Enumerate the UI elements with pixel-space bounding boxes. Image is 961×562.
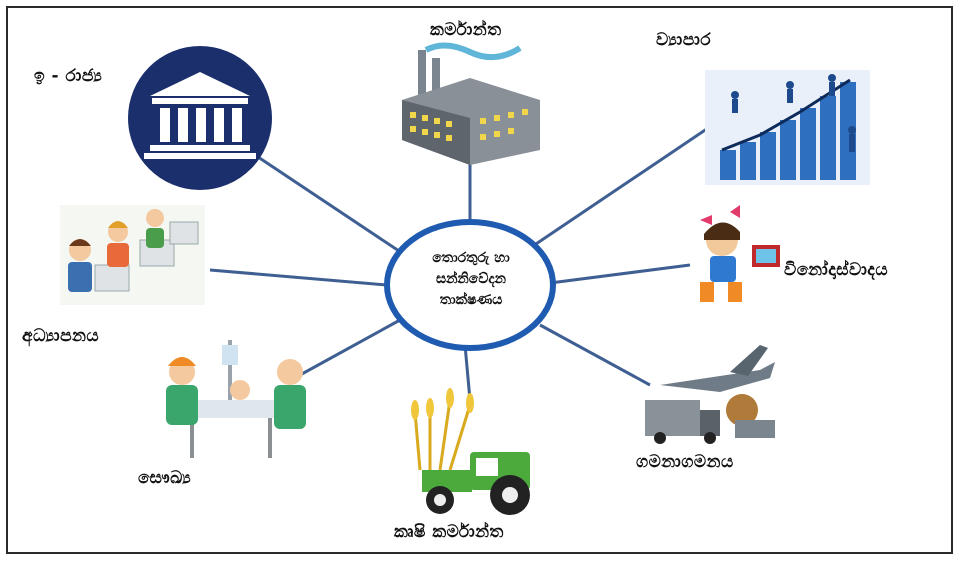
- hub-ellipse: [384, 219, 556, 351]
- label-business: ව්‍යාපාර: [656, 30, 712, 50]
- label-transport: ගමනාගමනය: [636, 452, 734, 472]
- label-industry: කර්මාන්ත: [430, 20, 502, 40]
- hub-label: තොරතුරු හා සන්නිවේදන තාක්ෂණය: [395, 248, 547, 311]
- spoke-business: [529, 118, 721, 250]
- spoke-entertainment: [549, 263, 691, 285]
- label-egov: ඉ - රාජ්‍ය: [34, 66, 103, 86]
- tractor-wheat-icon: [411, 388, 530, 515]
- hospital-icon: [166, 340, 306, 458]
- hub-label-line1: තොරතුරු හා: [432, 250, 510, 266]
- government-building-icon: [128, 46, 272, 190]
- factory-icon: [402, 42, 540, 165]
- label-health: සෞඛ්‍ය: [138, 468, 192, 488]
- hub-label-line2: සන්නිවේදන: [436, 271, 506, 287]
- label-education: අධ්‍යාපනය: [22, 326, 100, 346]
- label-entertainment: විනෝදාස්වාදය: [784, 260, 889, 280]
- music-child-icon: [700, 205, 780, 302]
- spoke-egov: [239, 143, 406, 257]
- hub-label-line3: තාක්ෂණය: [439, 292, 503, 308]
- growth-chart-icon: [705, 70, 870, 185]
- computer-class-icon: [60, 205, 205, 305]
- label-agri: කෘෂි කර්මාන්ත: [394, 522, 504, 542]
- spoke-transport: [539, 323, 651, 387]
- spoke-health: [299, 318, 401, 377]
- plane-truck-icon: [645, 345, 775, 444]
- spokes: [209, 118, 721, 401]
- spoke-agri: [463, 344, 472, 401]
- spoke-education: [209, 268, 388, 287]
